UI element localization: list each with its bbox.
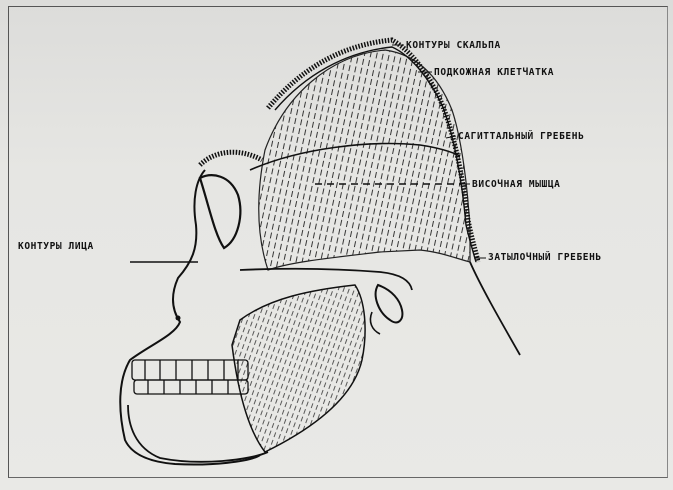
- label-sagittal-crest: САГИТТАЛЬНЫЙ ГРЕБЕНЬ: [458, 131, 584, 142]
- masseter-region: [232, 285, 365, 452]
- face-profile: [120, 170, 260, 465]
- orbit-outline: [200, 175, 240, 248]
- mastoid-process: [370, 312, 380, 334]
- label-scalp-contour: КОНТУРЫ СКАЛЬПА: [406, 40, 501, 51]
- ear-outline: [376, 285, 403, 322]
- label-occipital-crest: ЗАТЫЛОЧНЫЙ ГРЕБЕНЬ: [488, 252, 602, 263]
- label-temporal-muscle: ВИСОЧНАЯ МЫШЦА: [472, 179, 560, 190]
- label-subcutaneous-tissue: ПОДКОЖНАЯ КЛЕТЧАТКА: [434, 67, 554, 78]
- lower-teeth: [134, 380, 248, 394]
- zygomatic-arch: [240, 269, 412, 290]
- brow-hair: [200, 152, 262, 165]
- nostril: [176, 316, 181, 321]
- occipital-outline: [470, 262, 520, 355]
- label-face-contour: КОНТУРЫ ЛИЦА: [18, 241, 94, 252]
- upper-teeth: [132, 360, 248, 380]
